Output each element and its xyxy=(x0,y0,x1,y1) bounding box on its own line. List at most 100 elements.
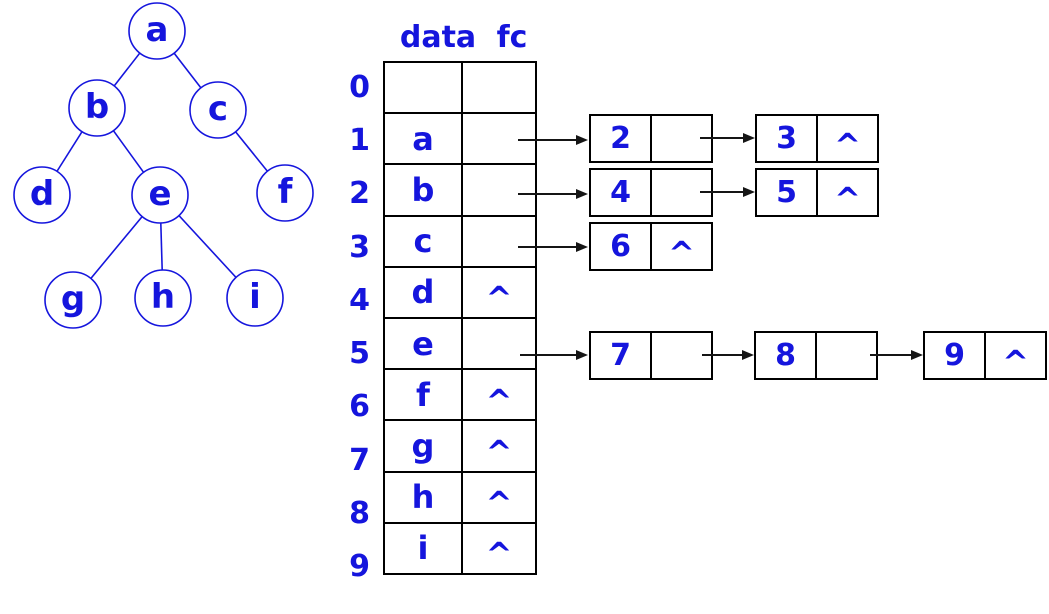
null-pointer-icon: ^ xyxy=(668,233,695,272)
tree-node-e: e xyxy=(131,166,189,224)
tree-node-label: g xyxy=(61,279,85,319)
arrow-fc1-to-node2 xyxy=(518,135,588,145)
table-row: a xyxy=(383,112,537,166)
data-cell: d xyxy=(383,265,463,319)
tree-node-label: h xyxy=(151,277,175,317)
row-index-label: 6 xyxy=(349,389,370,424)
fc-cell xyxy=(461,163,537,217)
data-cell: e xyxy=(383,316,463,371)
null-pointer-icon: ^ xyxy=(485,381,513,420)
arrow-node4-to-node5 xyxy=(700,187,755,197)
row-index-label: 2 xyxy=(349,176,370,211)
node-pointer-cell xyxy=(817,333,876,378)
data-value: f xyxy=(416,375,430,414)
row-index-label: 0 xyxy=(349,70,370,105)
table-row: b xyxy=(383,163,537,217)
data-value: g xyxy=(411,426,435,465)
table-row: c xyxy=(383,214,537,268)
null-pointer-icon: ^ xyxy=(834,179,861,218)
tree-node-label: b xyxy=(85,87,109,127)
tree-node-circle xyxy=(131,166,189,224)
tree-node-circle xyxy=(44,271,102,329)
list-node: 7 xyxy=(589,331,713,380)
node-pointer-cell: ^ xyxy=(818,170,877,218)
tree-node-circle xyxy=(189,81,247,139)
data-cell: h xyxy=(383,470,463,524)
tree-node-g: g xyxy=(44,271,102,329)
fc-cell xyxy=(461,214,537,268)
tree-node-circle xyxy=(13,166,71,224)
arrowhead-icon xyxy=(742,350,754,360)
fc-cell xyxy=(461,112,537,166)
data-value: e xyxy=(412,324,434,363)
node-value: 5 xyxy=(757,170,818,215)
arrow-fc5-to-node7 xyxy=(520,350,588,360)
arrowhead-icon xyxy=(576,135,588,145)
node-value: 3 xyxy=(757,116,818,161)
null-pointer-icon: ^ xyxy=(485,279,513,318)
tree-node-label: d xyxy=(30,174,54,214)
arrowhead-icon xyxy=(743,187,755,197)
list-node: 3 ^ xyxy=(755,114,879,164)
fc-cell xyxy=(461,316,537,371)
tree-node-label: f xyxy=(278,172,294,212)
node-pointer-cell: ^ xyxy=(652,224,711,272)
data-cell: a xyxy=(383,112,463,166)
data-value: i xyxy=(417,529,429,568)
arrowhead-icon xyxy=(576,350,588,360)
data-cell: i xyxy=(383,521,463,575)
data-value: d xyxy=(411,273,435,312)
node-value: 6 xyxy=(591,224,652,269)
arrow-node7-to-node8 xyxy=(702,350,754,360)
data-value: b xyxy=(411,170,435,209)
null-pointer-icon: ^ xyxy=(485,432,513,471)
arrowhead-icon xyxy=(743,133,755,143)
tree-node-h: h xyxy=(134,269,192,327)
tree-node-b: b xyxy=(68,79,126,137)
null-pointer-icon: ^ xyxy=(485,484,513,523)
table-row: f ^ xyxy=(383,368,537,422)
list-node: 6 ^ xyxy=(589,222,713,272)
arrow-fc2-to-node4 xyxy=(518,189,588,199)
node-value: 8 xyxy=(756,333,817,378)
data-cell: g xyxy=(383,419,463,473)
list-node: 5 ^ xyxy=(755,168,879,218)
null-pointer-icon: ^ xyxy=(1002,342,1029,381)
table-row: e xyxy=(383,316,537,371)
data-value: c xyxy=(413,222,433,261)
arrow-node8-to-node9 xyxy=(870,350,923,360)
arrowhead-icon xyxy=(911,350,923,360)
null-pointer-icon: ^ xyxy=(834,125,861,164)
tree-graph: a b c d e f g h xyxy=(13,2,314,329)
fc-cell: ^ xyxy=(461,265,537,319)
node-value: 7 xyxy=(591,333,652,378)
tree-edges xyxy=(41,30,286,301)
node-value: 9 xyxy=(925,333,986,378)
tree-node-circle xyxy=(128,2,186,60)
row-index-label: 4 xyxy=(349,283,370,318)
table-row: g ^ xyxy=(383,419,537,473)
row-index-label: 5 xyxy=(349,336,370,371)
node-pointer-cell: ^ xyxy=(986,333,1045,381)
fc-cell: ^ xyxy=(461,368,537,422)
tree-node-label: a xyxy=(146,10,169,50)
list-node: 9 ^ xyxy=(923,331,1047,381)
fc-cell: ^ xyxy=(461,521,537,575)
tree-node-circle xyxy=(226,269,284,327)
column-header-data: data xyxy=(399,20,477,55)
row-index-label: 9 xyxy=(349,549,370,584)
row-index-label: 8 xyxy=(349,496,370,531)
data-cell: c xyxy=(383,214,463,268)
data-cell xyxy=(383,60,463,115)
table-row: i ^ xyxy=(383,521,537,575)
tree-node-label: i xyxy=(249,277,261,317)
tree-node-f: f xyxy=(256,164,314,222)
list-node: 4 xyxy=(589,168,713,217)
node-value: 2 xyxy=(591,116,652,161)
arrow-node2-to-node3 xyxy=(700,133,755,143)
node-pointer-cell: ^ xyxy=(818,116,877,164)
arrowhead-icon xyxy=(576,242,588,252)
list-node: 8 xyxy=(754,331,878,380)
data-cell: b xyxy=(383,163,463,217)
